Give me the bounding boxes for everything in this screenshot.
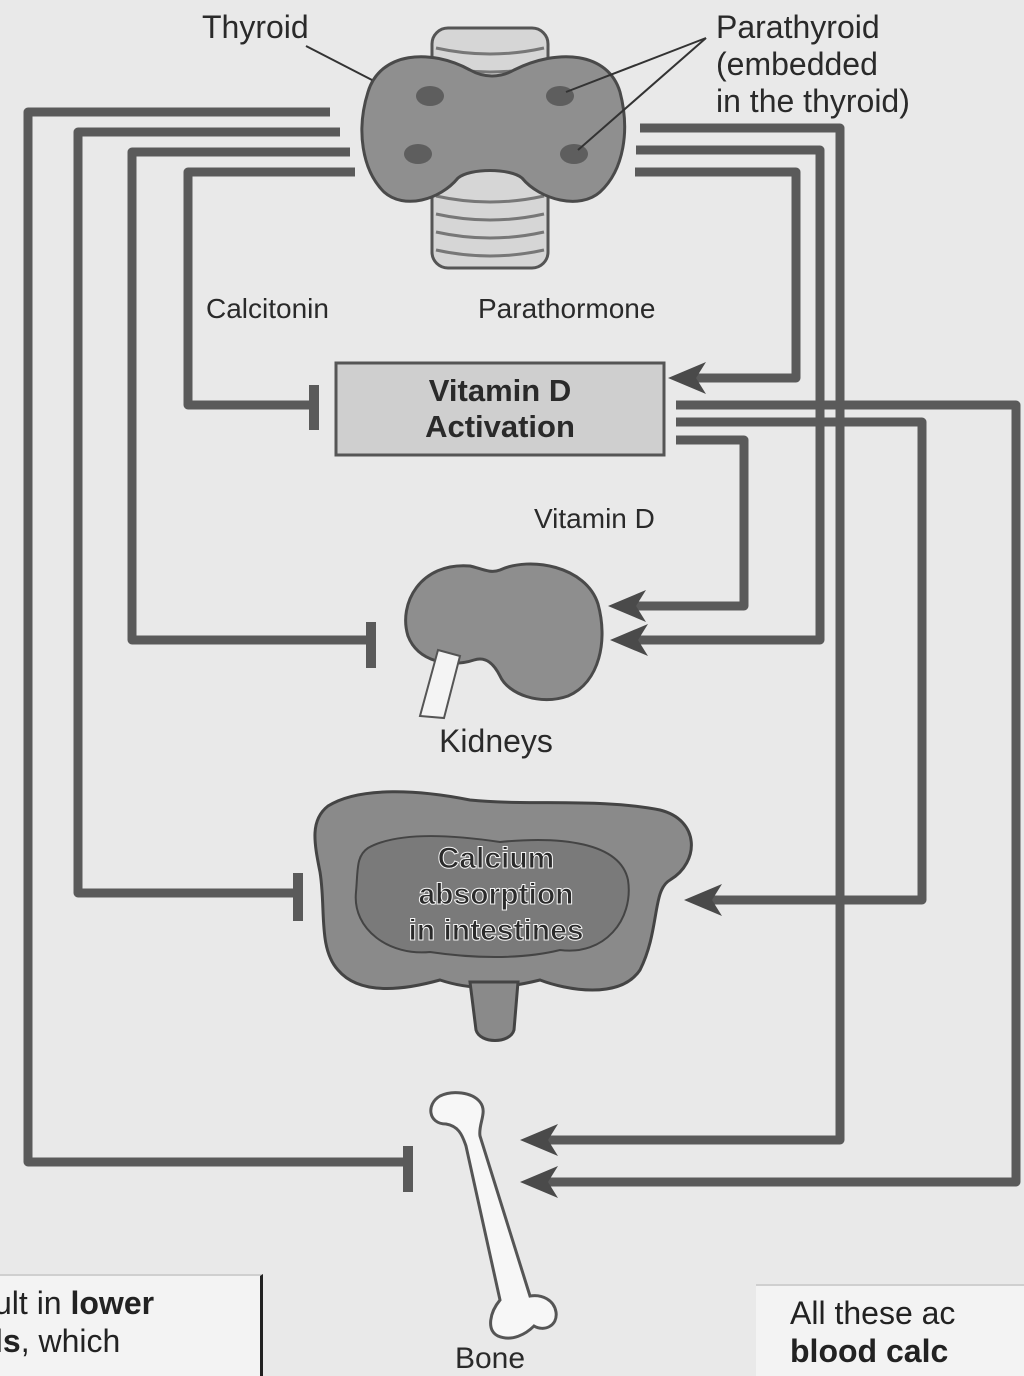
right-note-line1: All these ac — [790, 1294, 1024, 1332]
rectum-shape — [470, 982, 518, 1041]
parathormone-to-vitd-line — [635, 172, 796, 378]
vitd-box-label-line1: Vitamin D — [429, 373, 571, 408]
left-note-line1-plain: ult in — [0, 1285, 70, 1321]
left-note-line2: ls, which — [0, 1322, 260, 1360]
calcitonin-label: Calcitonin — [206, 293, 329, 324]
calcium-label-line2: absorption — [419, 878, 574, 911]
left-note-line1: ult in lower — [0, 1284, 260, 1322]
parathyroid-gland-3 — [404, 144, 432, 164]
parathyroid-label-line1: Parathyroid — [716, 9, 880, 45]
right-note-line2: blood calc — [790, 1332, 1024, 1370]
parathormone-label: Parathormone — [478, 293, 655, 324]
femur-shape — [431, 1093, 556, 1338]
bone-label: Bone — [455, 1342, 525, 1374]
parathyroid-gland-2 — [546, 86, 574, 106]
right-note-line2-bold: blood calc — [790, 1333, 948, 1369]
thyroid-label: Thyroid — [202, 9, 309, 45]
left-note-line2-bold: ls — [0, 1323, 21, 1359]
vitd-box-label-line2: Activation — [425, 409, 575, 444]
parathyroid-label-line3: in the thyroid) — [716, 83, 910, 119]
right-note-box: All these ac blood calc — [756, 1284, 1024, 1376]
calcium-label-line1: Calcium — [438, 842, 555, 875]
parathyroid-gland-1 — [416, 86, 444, 106]
vitamin-d-label: Vitamin D — [534, 503, 655, 534]
thyroid-illustration — [362, 28, 625, 268]
kidneys-label: Kidneys — [439, 723, 553, 759]
vitd-to-intestine-line — [676, 422, 922, 900]
calcitonin-to-intestine-line — [78, 132, 340, 893]
parathyroid-label-line2: (embedded — [716, 46, 878, 82]
thyroid-pointer — [306, 46, 372, 80]
calcitonin-to-vitd-line — [188, 172, 355, 405]
bone-illustration — [431, 1093, 556, 1338]
left-note-box: ult in lower ls, which — [0, 1274, 263, 1376]
parathyroid-gland-4 — [560, 144, 588, 164]
left-note-line1-bold: lower — [70, 1285, 154, 1321]
ureter-shape — [420, 650, 460, 718]
left-note-line2-plain: , which — [21, 1323, 121, 1359]
calcium-label-line3: in intestines — [408, 914, 583, 947]
calcitonin-to-kidney-line — [132, 152, 368, 640]
kidney-illustration — [406, 564, 602, 718]
